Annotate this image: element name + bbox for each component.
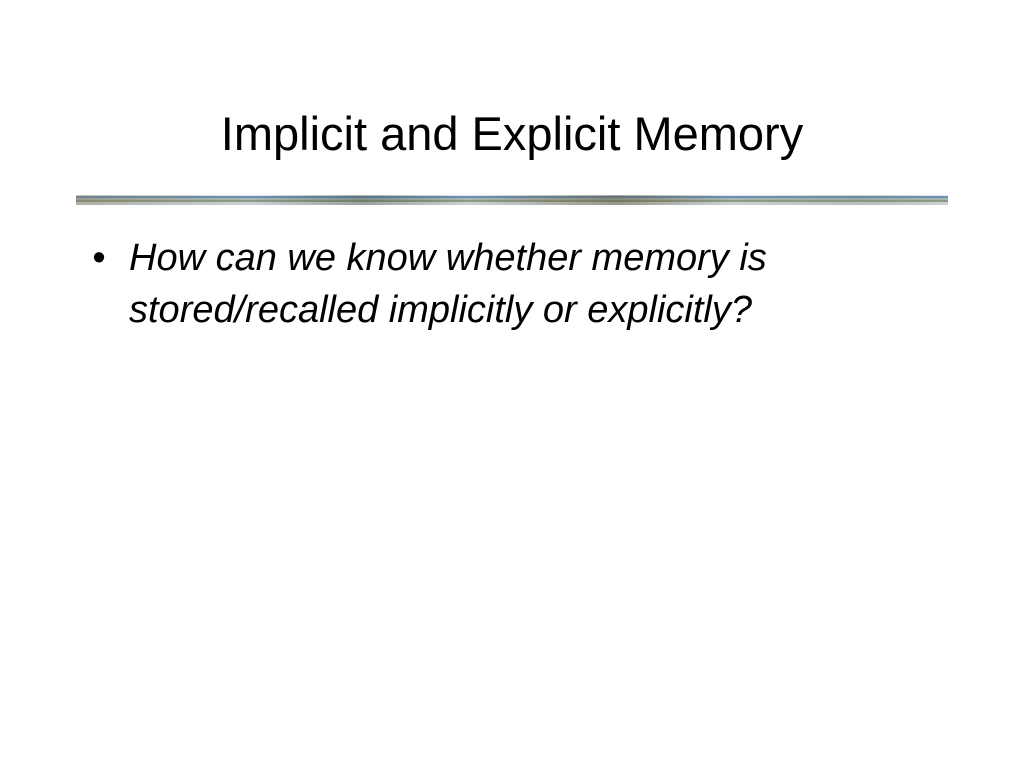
bullet-text-line-2: stored/recalled implicitly or explicitly… [129,289,752,331]
slide-title: Implicit and Explicit Memory [220,107,804,160]
bullet-list: • How can we know whether memory is stor… [84,232,944,336]
title-divider [76,195,948,205]
bullet-marker: • [92,237,106,279]
bullet-item: • How can we know whether memory is stor… [84,232,944,336]
bullet-text-line-1: How can we know whether memory is [129,237,767,279]
